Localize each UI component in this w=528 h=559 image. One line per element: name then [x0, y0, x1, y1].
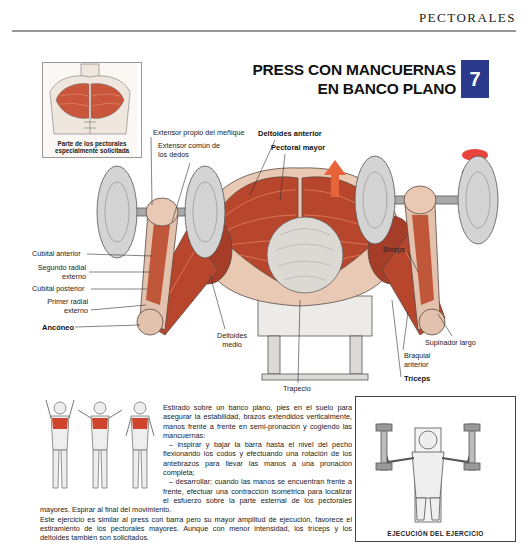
muscle-label: Extensor común de los dedos [158, 142, 220, 160]
body-paragraph: – desarrollar; cuando las manos se encue… [40, 477, 352, 514]
leader-lines [210, 275, 225, 329]
page-title: PRESS CON MANCUERNAS EN BANCO PLANO [252, 60, 456, 98]
mini-figures [131, 402, 149, 488]
dumbbells [97, 166, 137, 258]
leader-lines [75, 325, 140, 327]
athlete [419, 309, 445, 335]
athlete [276, 229, 334, 281]
dumbbells [146, 198, 178, 226]
muscle-label: Cubital posterior [32, 285, 84, 294]
mini-figures [78, 410, 122, 418]
leader-lines [392, 300, 401, 377]
leader-lines [91, 289, 147, 290]
leader-lines [298, 300, 300, 383]
muscle-label: Deltoides anterior [258, 129, 322, 138]
muscle-label: Braquial anterior [404, 352, 444, 370]
body-paragraph: Este ejercicio es similar al press con b… [40, 515, 352, 543]
section-header: PECTORALES [380, 10, 516, 26]
body-text: Estirado sobre un banco plano, pies en e… [40, 403, 352, 542]
athlete [412, 215, 434, 305]
dumbbells [404, 186, 436, 214]
muscle-label: Extensor propio del meñique [153, 129, 245, 138]
movement-arrow [324, 160, 346, 197]
leader-lines [403, 312, 408, 350]
leader-lines [408, 252, 418, 272]
muscle-label: Pectoral mayor [271, 143, 325, 152]
execution-figure [464, 424, 480, 431]
dumbbells [105, 182, 129, 242]
leader-lines [438, 314, 452, 336]
inset-caption: EJECUCIÓN DEL EJERCICIO [356, 530, 515, 541]
leader-lines [75, 137, 452, 383]
body-paragraph: – inspirar y bajar la barra hasta el niv… [40, 440, 352, 477]
execution-figure [464, 463, 480, 470]
dumbbells [466, 172, 490, 228]
bench [268, 336, 280, 374]
dumbbells [363, 172, 387, 228]
inset-torso [60, 94, 120, 106]
execution-figure [376, 424, 392, 431]
dumbbells [193, 182, 217, 242]
leader-lines [91, 305, 146, 310]
bench [262, 374, 368, 380]
inset-torso [56, 84, 89, 119]
dumbbells [185, 166, 225, 258]
execution-figure [416, 498, 440, 520]
execution-figure [419, 431, 437, 449]
leader-lines [172, 163, 190, 222]
athlete [267, 217, 343, 293]
execution-figure [376, 424, 480, 522]
header-rule [12, 31, 516, 32]
mini-figures [46, 400, 154, 488]
inset-torso [50, 76, 130, 134]
muscle-label: Trapecio [283, 385, 311, 394]
execution-inset-box: EJECUCIÓN DEL EJERCICIO [355, 396, 516, 542]
inset-figure-box: Parte de los pectorales especialmente so… [42, 62, 142, 158]
leader-lines [151, 137, 152, 205]
execution-figure [376, 463, 392, 470]
muscle-label: Primer radial externo [38, 298, 88, 316]
athlete [137, 168, 445, 335]
mini-figures [51, 402, 69, 488]
mini-figures [46, 400, 74, 418]
inset-torso [91, 84, 124, 119]
muscle-label: Supinador largo [425, 339, 476, 348]
float-spacer [40, 403, 163, 503]
execution-figure [384, 448, 472, 462]
athlete [137, 309, 163, 335]
muscle-label: Cubital anterior [32, 250, 81, 259]
mini-figures [91, 402, 109, 488]
muscle-label: Bíceps [383, 246, 405, 255]
inset-caption: Parte de los pectorales especialmente so… [43, 140, 141, 157]
exercise-number: 7 [469, 68, 480, 91]
bench [258, 296, 372, 380]
exercise-number-box: 7 [461, 60, 489, 98]
dumbbells [97, 156, 498, 258]
dumbbells [355, 156, 395, 244]
bench [350, 336, 362, 374]
athlete [146, 222, 170, 305]
dumbbells [458, 156, 498, 244]
muscle-label: Segundo radial externo [32, 264, 86, 282]
leader-lines [89, 272, 150, 273]
muscle-label: Deltoides medio [212, 332, 252, 350]
leader-lines [87, 254, 152, 256]
execution-figure [412, 452, 444, 498]
mini-figures [126, 418, 154, 436]
body-paragraph: Estirado sobre un banco plano, pies en e… [40, 403, 352, 440]
muscle-label: Tríceps [404, 374, 430, 383]
leader-lines [280, 154, 285, 200]
inset-torso [84, 118, 96, 134]
muscle-label: Ancóneo [42, 323, 74, 332]
